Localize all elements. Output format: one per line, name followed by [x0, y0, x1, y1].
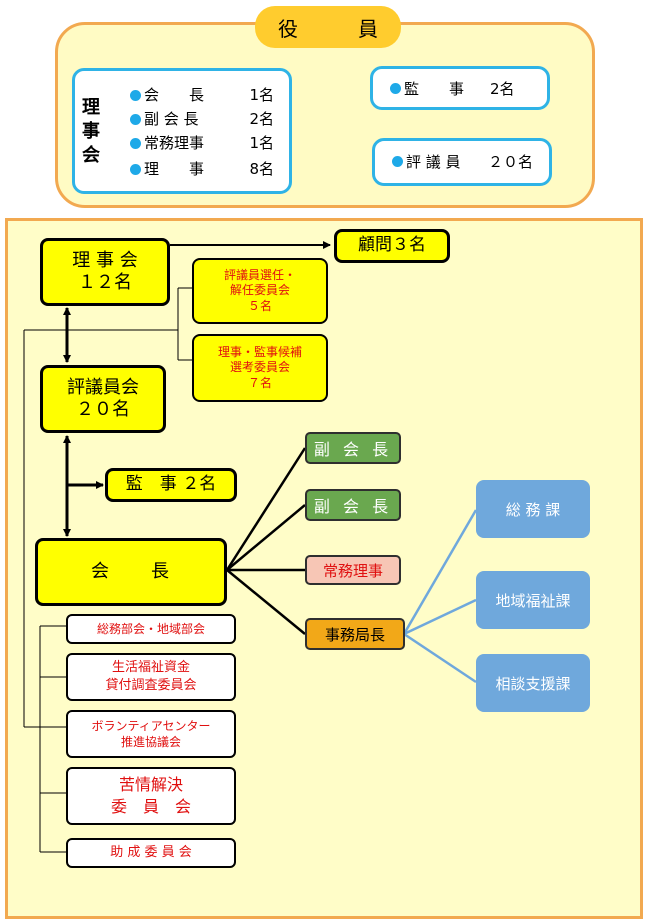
- subcommittee-grant: 助 成 委 員 会: [66, 838, 236, 868]
- council-box: 評議員会 ２０名: [40, 365, 166, 433]
- subcommittee-loan-review: 生活福祉資金 貸付調査委員会: [66, 653, 236, 701]
- committee-bracket: [23, 287, 192, 853]
- department-connectors: [402, 509, 478, 684]
- president-box: 会 長: [35, 538, 227, 606]
- bullet-icon: [130, 90, 141, 101]
- board-box: 理 事 会 １２名: [40, 238, 170, 306]
- board-label: 理 事 会: [82, 97, 100, 166]
- bullet-icon: [130, 114, 141, 125]
- dept-consultation-support: 相談支援課: [476, 654, 590, 712]
- subcommittee-general-regional: 総務部会・地域部会: [66, 614, 236, 644]
- president-connectors: [225, 447, 307, 635]
- bullet-icon: [130, 138, 141, 149]
- selection-committee-box: 評議員選任・ 解任委員会 ５名: [192, 258, 328, 324]
- subcommittee-volunteer-center: ボランティアセンター 推進協議会: [66, 710, 236, 758]
- advisors-box: 顧問３名: [334, 229, 450, 263]
- auditors-box: 監 事 ２名: [105, 468, 237, 502]
- bullet-icon: [392, 156, 403, 167]
- managing-director-box: 常務理事: [305, 555, 401, 585]
- vice-president-box-2: 副 会 長: [305, 489, 401, 521]
- subcommittee-complaint-resolution: 苦情解決 委 員 会: [66, 767, 236, 825]
- dept-general-affairs: 総 務 課: [476, 480, 590, 538]
- bullet-icon: [130, 164, 141, 175]
- bullet-icon: [390, 83, 401, 94]
- secretary-general-box: 事務局長: [305, 618, 405, 650]
- board-members-box: [72, 68, 292, 194]
- officers-title: 役 員: [255, 6, 401, 48]
- auditor-row: 監 事 2名: [390, 78, 515, 99]
- nomination-committee-box: 理事・監事候補 選考委員会 ７名: [192, 334, 328, 402]
- councilor-row: 評 議 員 ２０名: [392, 151, 533, 172]
- dept-community-welfare: 地域福祉課: [476, 571, 590, 629]
- vice-president-box-1: 副 会 長: [305, 432, 401, 464]
